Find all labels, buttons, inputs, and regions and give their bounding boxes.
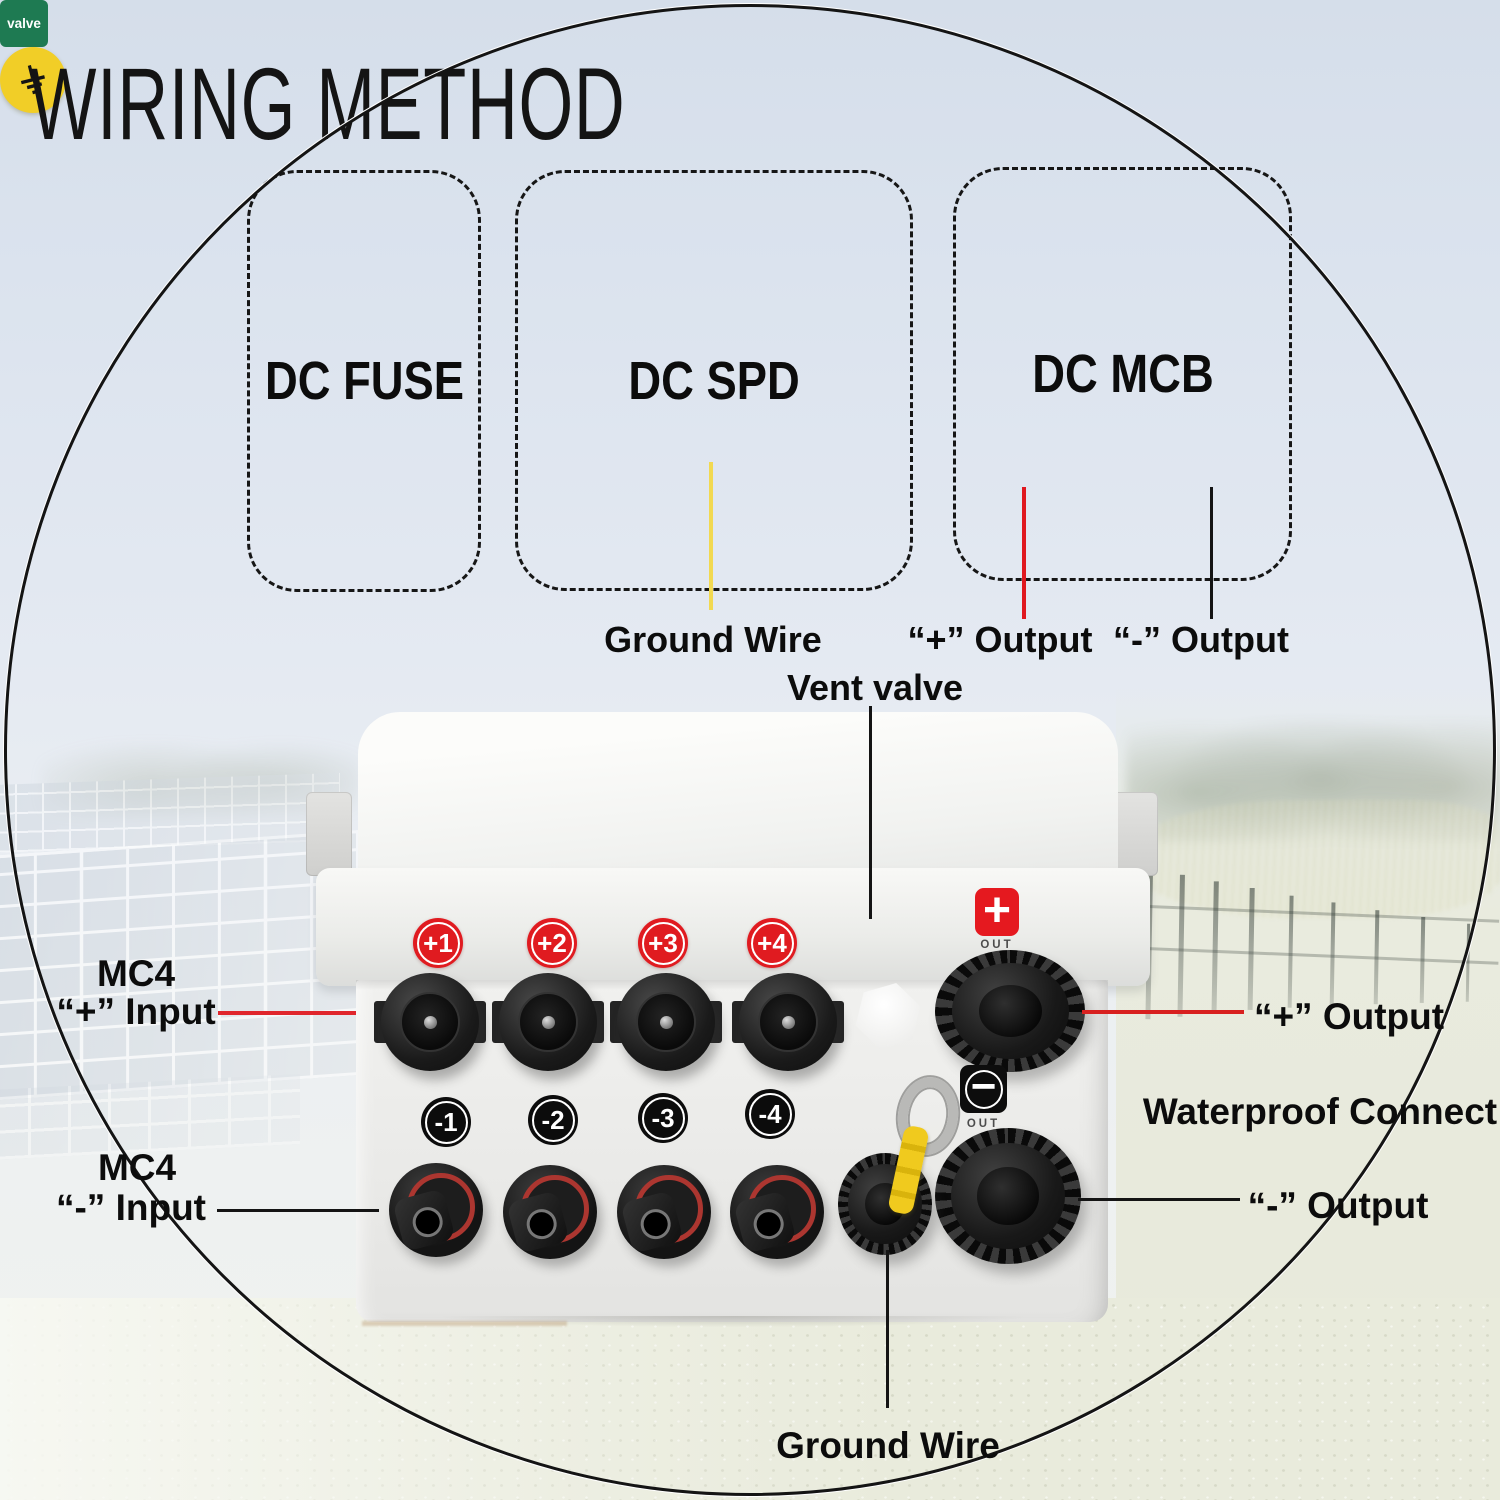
out-label-minus: OUT xyxy=(966,1118,1001,1130)
mc4-minus-title: MC4 xyxy=(97,1147,177,1188)
badge-ring xyxy=(4,4,1496,1496)
earth-ground-icon xyxy=(20,65,45,95)
ground-wire-bottom-leader-line xyxy=(886,1250,889,1408)
mc4-plus-connector-3 xyxy=(610,968,722,1076)
minus-input-label: “-” Input xyxy=(55,1187,206,1228)
mc4-plus-connector-4 xyxy=(732,968,844,1076)
ground-symbol-badge xyxy=(0,4,1496,1496)
plus-input-leader-line xyxy=(218,1011,356,1015)
badge-ring xyxy=(964,1069,1003,1109)
minus-output-badge: − xyxy=(960,1065,1007,1113)
mc4-plus-connector-1 xyxy=(374,968,486,1076)
minus-output-leader-line xyxy=(1078,1198,1240,1201)
mc4-minus-connector-1 xyxy=(386,1160,486,1260)
cable-gland-minus-output xyxy=(935,1128,1081,1264)
mc4-minus-connector-3 xyxy=(614,1162,714,1262)
cable-gland-plus-output xyxy=(935,950,1085,1072)
plus-input-label: “+” Input xyxy=(56,991,216,1032)
mc4-minus-connector-2 xyxy=(500,1162,600,1262)
minus-symbol: − xyxy=(970,1062,997,1111)
minus-output-label: “-” Output xyxy=(1247,1185,1429,1226)
plus-output-leader-line xyxy=(1082,1010,1244,1014)
minus-input-leader-line xyxy=(217,1209,379,1212)
plus-output-label: “+” Output xyxy=(1253,996,1445,1037)
mc4-minus-connector-4 xyxy=(727,1162,827,1262)
mc4-plus-title: MC4 xyxy=(96,953,176,994)
ground-wire-bottom-label: Ground Wire xyxy=(776,1425,1000,1466)
mc4-plus-connector-2 xyxy=(492,968,604,1076)
waterproof-connect-label: Waterproof Connect xyxy=(1142,1091,1498,1132)
